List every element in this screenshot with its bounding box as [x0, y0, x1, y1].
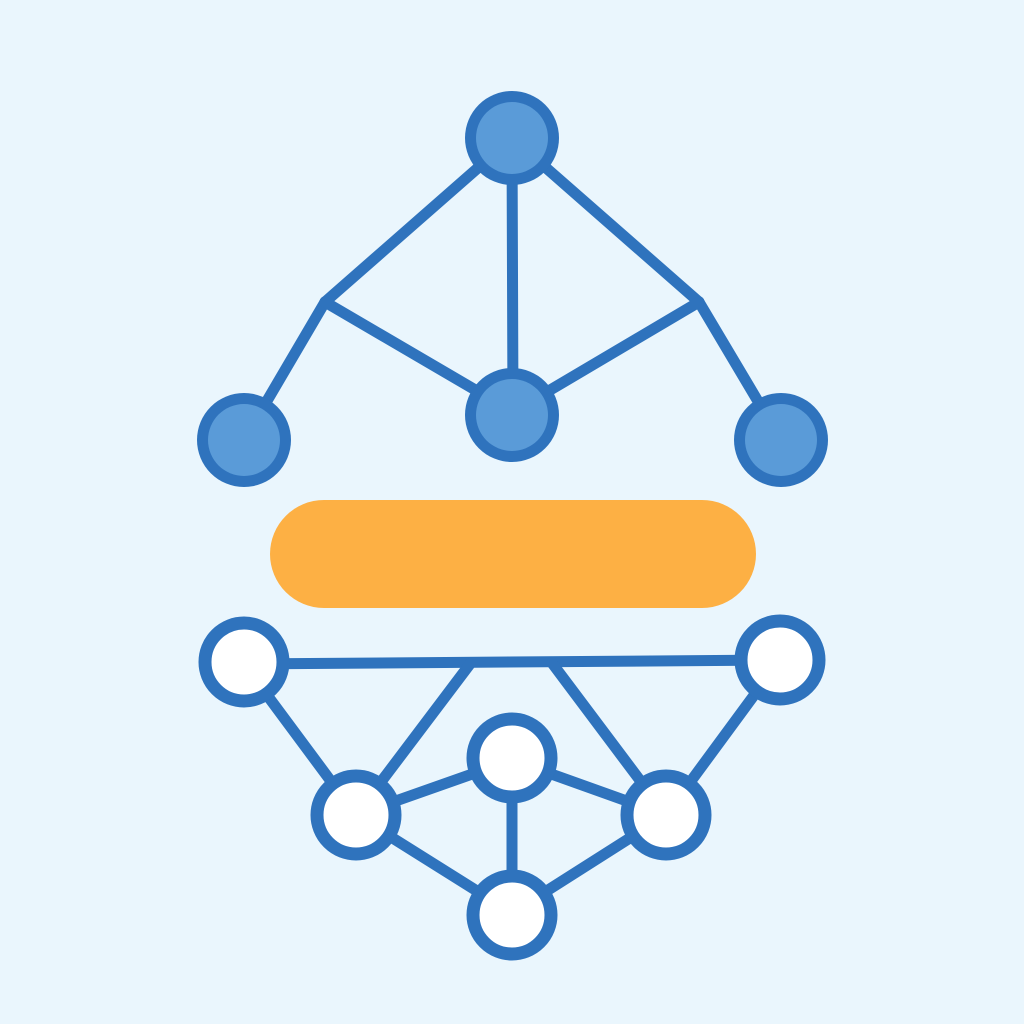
- lower-node-left: [310, 769, 402, 861]
- lower-node-top-left: [198, 616, 290, 708]
- lower-node-bottom: [466, 869, 558, 961]
- edge-top-bar: [238, 654, 786, 670]
- lower-node-middle: [466, 712, 558, 804]
- upper-node-top: [465, 91, 559, 185]
- upper-graph: [197, 91, 828, 487]
- upper-node-center: [465, 368, 559, 462]
- upper-node-right: [734, 393, 828, 487]
- upper-node-left: [197, 393, 291, 487]
- lower-node-right: [620, 769, 712, 861]
- divider-bar: [270, 500, 756, 608]
- lower-node-top-right: [734, 614, 826, 706]
- lower-graph: [198, 614, 826, 961]
